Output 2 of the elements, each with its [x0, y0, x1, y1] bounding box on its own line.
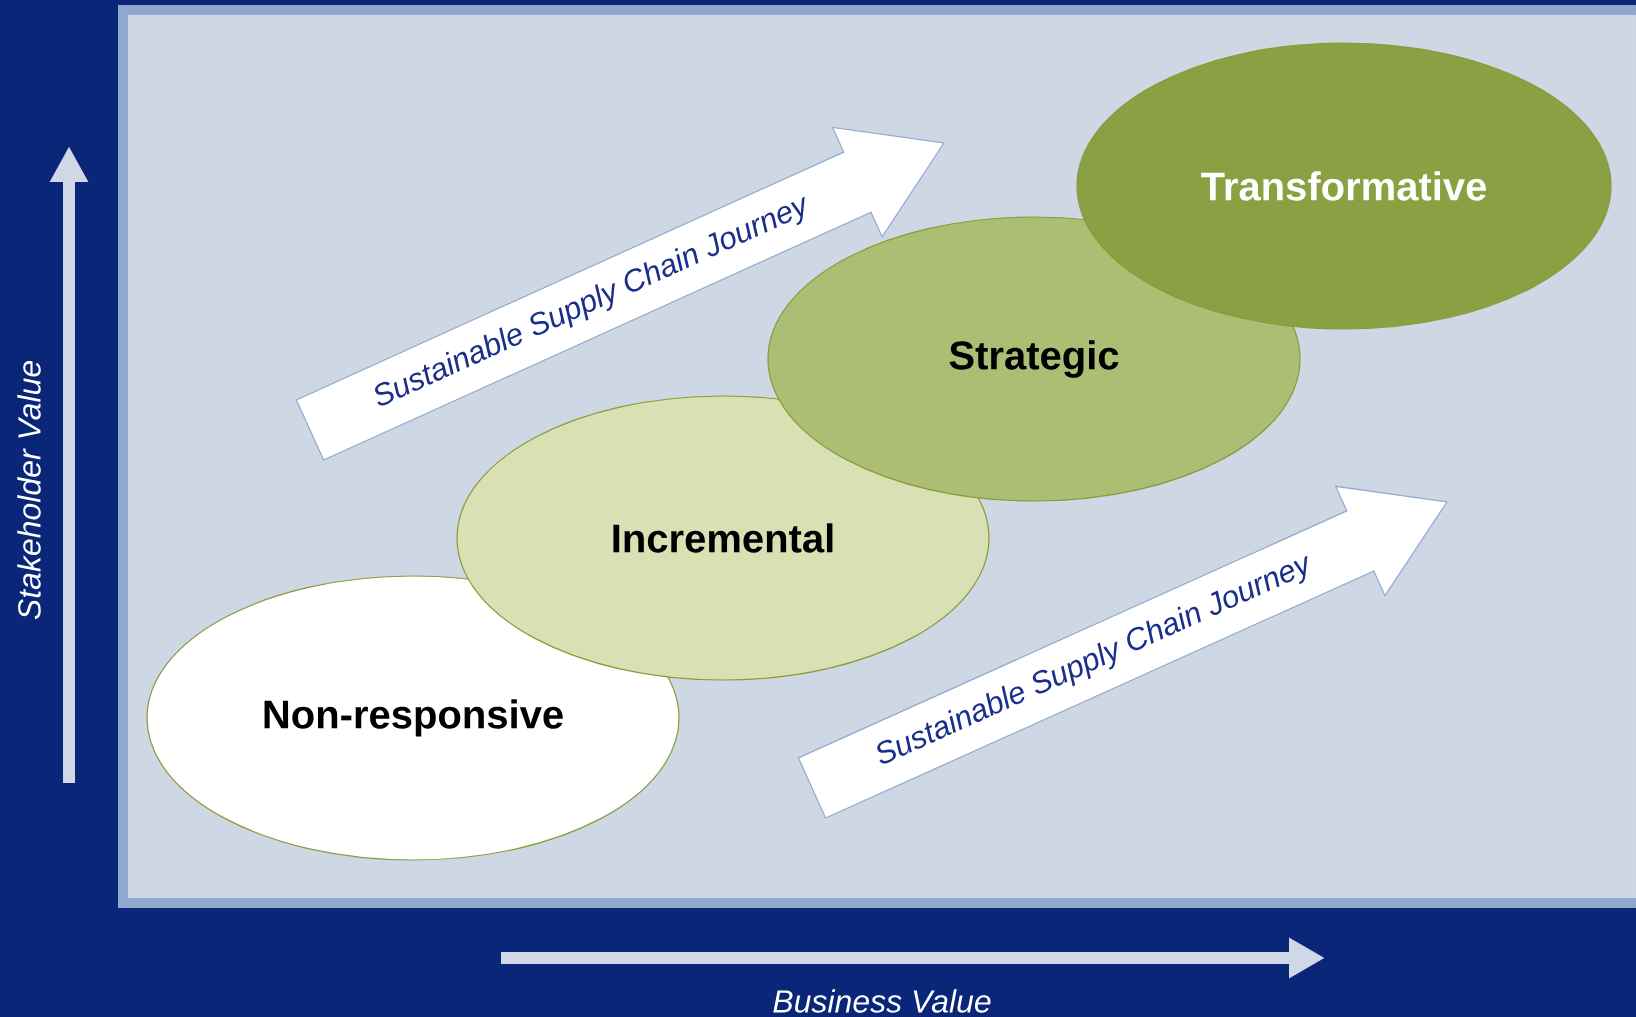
axis-label: Stakeholder Value	[17, 361, 41, 620]
axis-label: Business Value	[773, 989, 991, 1013]
